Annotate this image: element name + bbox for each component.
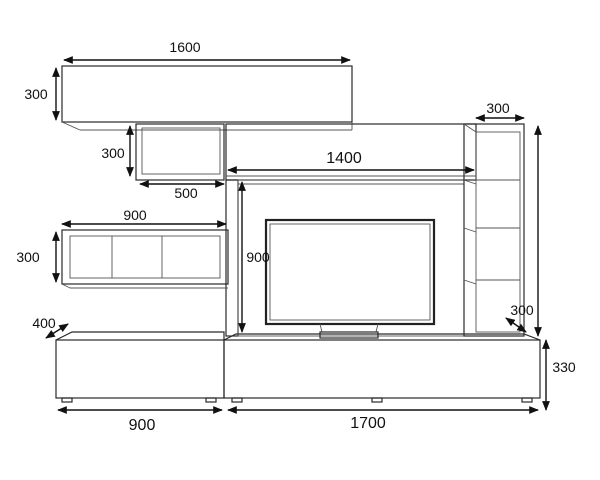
- open-wall-shelf: [61, 229, 229, 289]
- label-left-base-depth: 400: [32, 315, 56, 331]
- label-left-base-width: 900: [129, 417, 156, 434]
- label-open-shelf-width: 900: [123, 207, 147, 223]
- television: [264, 218, 436, 339]
- label-tower-width: 300: [486, 100, 510, 116]
- label-open-shelf-height: 300: [16, 249, 40, 265]
- label-tv-area-height: 900: [246, 249, 270, 265]
- right-base-unit: [223, 333, 541, 403]
- left-base-unit: [55, 331, 225, 403]
- label-top-cabinet-height: 300: [24, 86, 48, 102]
- right-tall-tower: [463, 123, 525, 337]
- label-top-cabinet-width: 1600: [169, 39, 200, 55]
- label-small-shelf-width: 500: [174, 185, 198, 201]
- wall-unit-outline: [55, 65, 541, 403]
- top-wall-cabinet: [61, 65, 353, 131]
- label-small-shelf-height: 300: [101, 145, 125, 161]
- label-bridge-width: 1400: [326, 150, 362, 167]
- dim-line-tower-depth: [505, 317, 527, 333]
- dimension-lines: [45, 56, 550, 414]
- small-open-shelf: [135, 123, 225, 181]
- label-right-base-width: 1700: [350, 415, 386, 432]
- dimension-labels: 1600 300 300 500 1400 300 900 900 300 40…: [16, 39, 576, 434]
- dim-line-left-depth: [45, 323, 69, 339]
- label-base-height: 330: [552, 359, 576, 375]
- label-tower-depth: 300: [510, 302, 534, 318]
